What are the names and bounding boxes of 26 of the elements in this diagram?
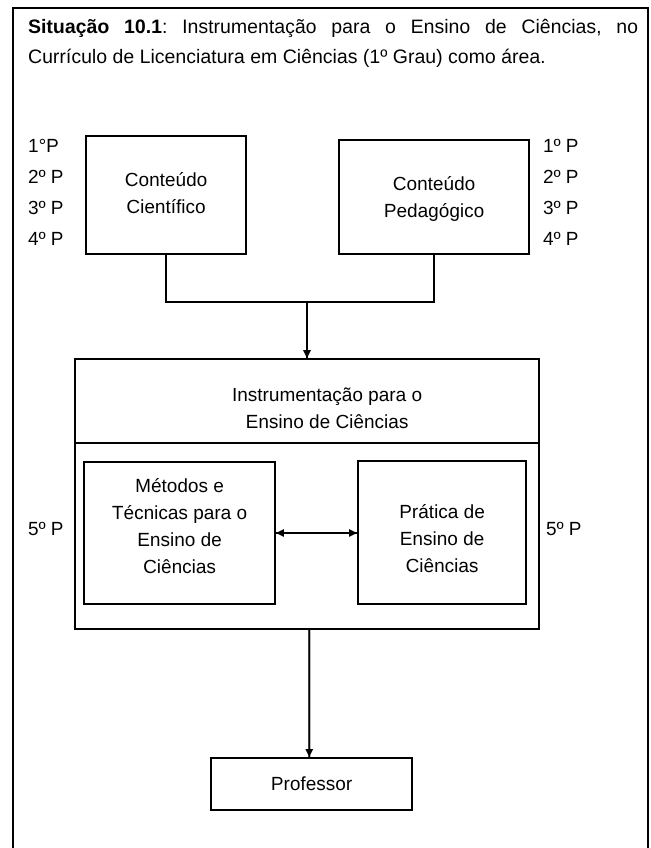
period-label: 4º P [543,229,578,251]
arrow [305,630,314,757]
period-label: 2º P [28,167,64,189]
process-box [83,461,276,605]
arrow [276,529,357,537]
process-box [85,135,247,255]
box-label: Métodos e Técnicas para o Ensino de Ciências [110,475,248,580]
process-box [338,139,530,255]
period-label: 1°P [28,136,59,158]
period-label: 5º P [28,519,64,541]
title: Situação 10.1: Instrumentação para o Ensino de Ciências, no Currículo de Licenciatura em Ciências (1º Grau) como área. [28,15,638,70]
period-label: 3º P [28,198,64,220]
process-box [210,757,413,811]
box-label: Instrumentação para o Ensino de Ciências [230,384,424,435]
period-label: 3º P [543,198,578,220]
arrow [303,255,435,358]
group-box [74,358,540,630]
box-label: Prática de Ensino de Ciências [398,501,486,579]
box-label: Conteúdo Científico [124,169,208,220]
period-label: 2º P [543,167,578,189]
period-label: 5º P [546,519,582,541]
process-box [357,460,527,605]
period-label: 4º P [28,229,64,251]
box-label: Conteúdo Pedagógico [382,173,486,224]
period-label: 1º P [543,136,578,158]
box-label: Professor [270,773,354,797]
